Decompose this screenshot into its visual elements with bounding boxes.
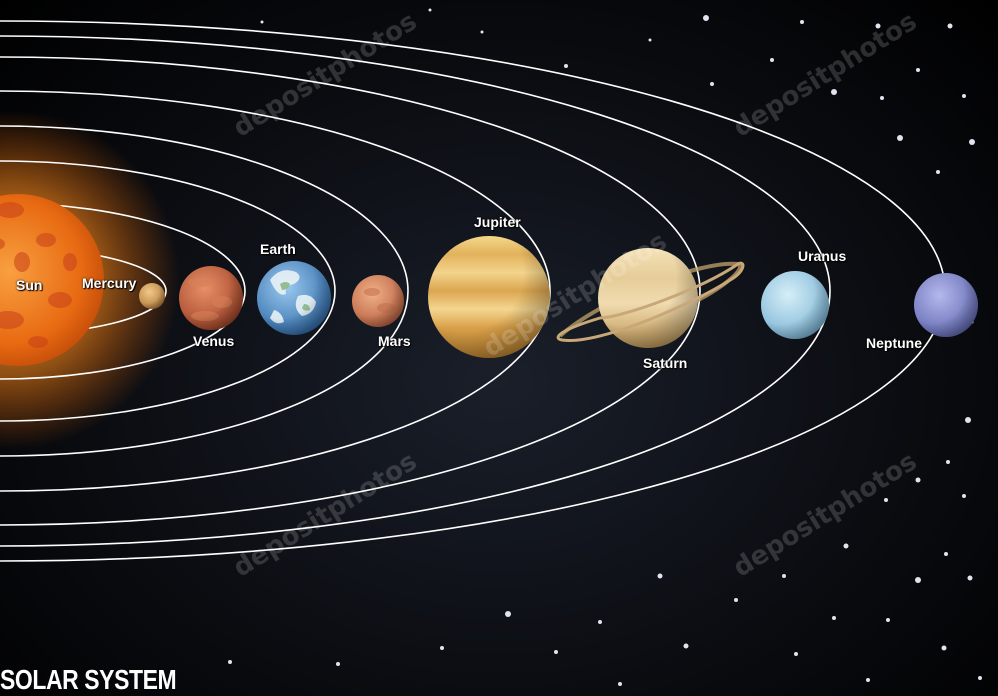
- label-neptune: Neptune: [866, 335, 922, 351]
- orbit-mars: [0, 125, 409, 457]
- label-venus: Venus: [193, 333, 235, 349]
- label-mars: Mars: [378, 333, 411, 349]
- mars-icon: [352, 275, 404, 327]
- venus-icon: [179, 266, 243, 330]
- orbit-uranus: [0, 35, 831, 547]
- diagram-title: SOLAR SYSTEM: [0, 664, 177, 695]
- orbit-venus: [0, 202, 246, 380]
- label-mercury: Mercury: [82, 275, 137, 291]
- label-earth: Earth: [260, 241, 296, 257]
- label-saturn: Saturn: [643, 355, 688, 371]
- saturn-icon: [556, 248, 745, 348]
- uranus-icon: [761, 271, 829, 339]
- jupiter-icon: [428, 236, 550, 358]
- mercury-icon: [139, 283, 165, 309]
- label-uranus: Uranus: [798, 248, 847, 264]
- earth-icon: [257, 261, 331, 335]
- orbit-mercury: [0, 246, 167, 336]
- orbit-earth: [0, 160, 336, 422]
- sun-icon: [0, 194, 104, 366]
- label-sun: Sun: [16, 277, 43, 293]
- neptune-icon: [914, 273, 978, 337]
- orbit-saturn: [0, 56, 701, 526]
- label-jupiter: Jupiter: [474, 214, 521, 230]
- orbit-jupiter: [0, 90, 551, 492]
